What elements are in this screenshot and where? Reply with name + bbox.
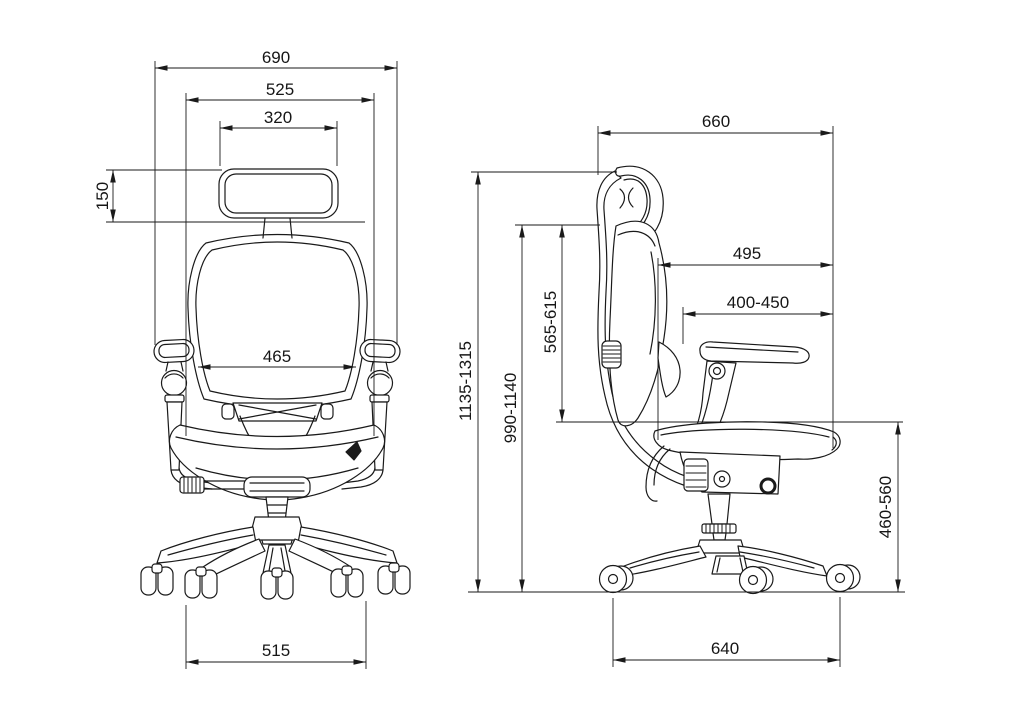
front-lever	[345, 441, 362, 461]
dim-label-backrest-outer-width: 525	[266, 80, 294, 99]
front-mechanism	[179, 441, 362, 498]
dim-base-width-515: 515	[185, 601, 367, 669]
dim-backrest-outer-width-525: 525	[185, 80, 375, 436]
front-lumbar	[221, 402, 334, 422]
caster	[598, 564, 634, 594]
front-headrest	[218, 168, 339, 239]
dim-label-backrest-top-height: 990-1140	[501, 373, 520, 444]
front-base	[156, 516, 398, 578]
dim-overall-width-690: 690	[154, 48, 398, 345]
dim-label-headrest-width: 320	[264, 108, 292, 127]
caster	[825, 563, 861, 593]
dim-label-base-depth: 640	[711, 639, 739, 658]
dim-headrest-height-150: 150	[93, 169, 365, 223]
dim-backrest-top-height-990-1140: 990-1140	[501, 225, 525, 592]
dim-seat-depth-400-450: 400-450	[682, 293, 833, 344]
caster	[738, 565, 774, 595]
dim-label-overall-height: 1135-1315	[456, 341, 475, 421]
side-mechanism	[645, 445, 781, 502]
caster	[184, 566, 218, 599]
front-view-dimensions: 690 525 320 150 465 515	[93, 48, 398, 669]
dim-overall-height-1135-1315: 1135-1315	[456, 171, 617, 592]
front-casters	[140, 562, 411, 600]
side-view-dimensions: 660 495 400-450 565-615 990-1140 1135-13…	[456, 112, 905, 667]
dim-backrest-height-565-615: 565-615	[515, 224, 600, 422]
caster	[377, 562, 411, 595]
dim-headrest-width-320: 320	[219, 108, 338, 166]
side-backrest-panel	[608, 220, 681, 427]
dim-overall-depth-660: 660	[597, 112, 834, 448]
side-casters	[598, 563, 861, 595]
dim-label-seat-height: 460-560	[876, 476, 895, 538]
side-lumbar-knob	[601, 340, 622, 369]
dim-back-to-front-495: 495	[657, 244, 833, 440]
side-view-chair	[596, 165, 861, 595]
dim-label-backrest-height: 565-615	[541, 291, 560, 353]
dim-base-depth-640: 640	[612, 597, 841, 667]
dim-seat-height-460-560: 460-560	[876, 422, 901, 592]
caster	[260, 567, 294, 600]
dim-label-back-to-front: 495	[733, 244, 761, 263]
dim-backrest-width-465: 465	[198, 346, 356, 370]
dim-label-seat-depth: 400-450	[727, 293, 789, 312]
side-gas-cylinder	[701, 493, 737, 541]
front-backrest	[187, 233, 368, 409]
dim-label-base-width: 515	[262, 641, 290, 660]
dim-label-overall-width: 690	[262, 48, 290, 67]
dim-label-overall-depth: 660	[702, 112, 730, 131]
caster	[330, 565, 364, 598]
side-base	[620, 539, 828, 577]
front-view-chair	[140, 168, 411, 600]
dim-label-headrest-height: 150	[93, 182, 112, 210]
dim-label-backrest-width: 465	[263, 347, 291, 366]
caster	[140, 563, 174, 596]
